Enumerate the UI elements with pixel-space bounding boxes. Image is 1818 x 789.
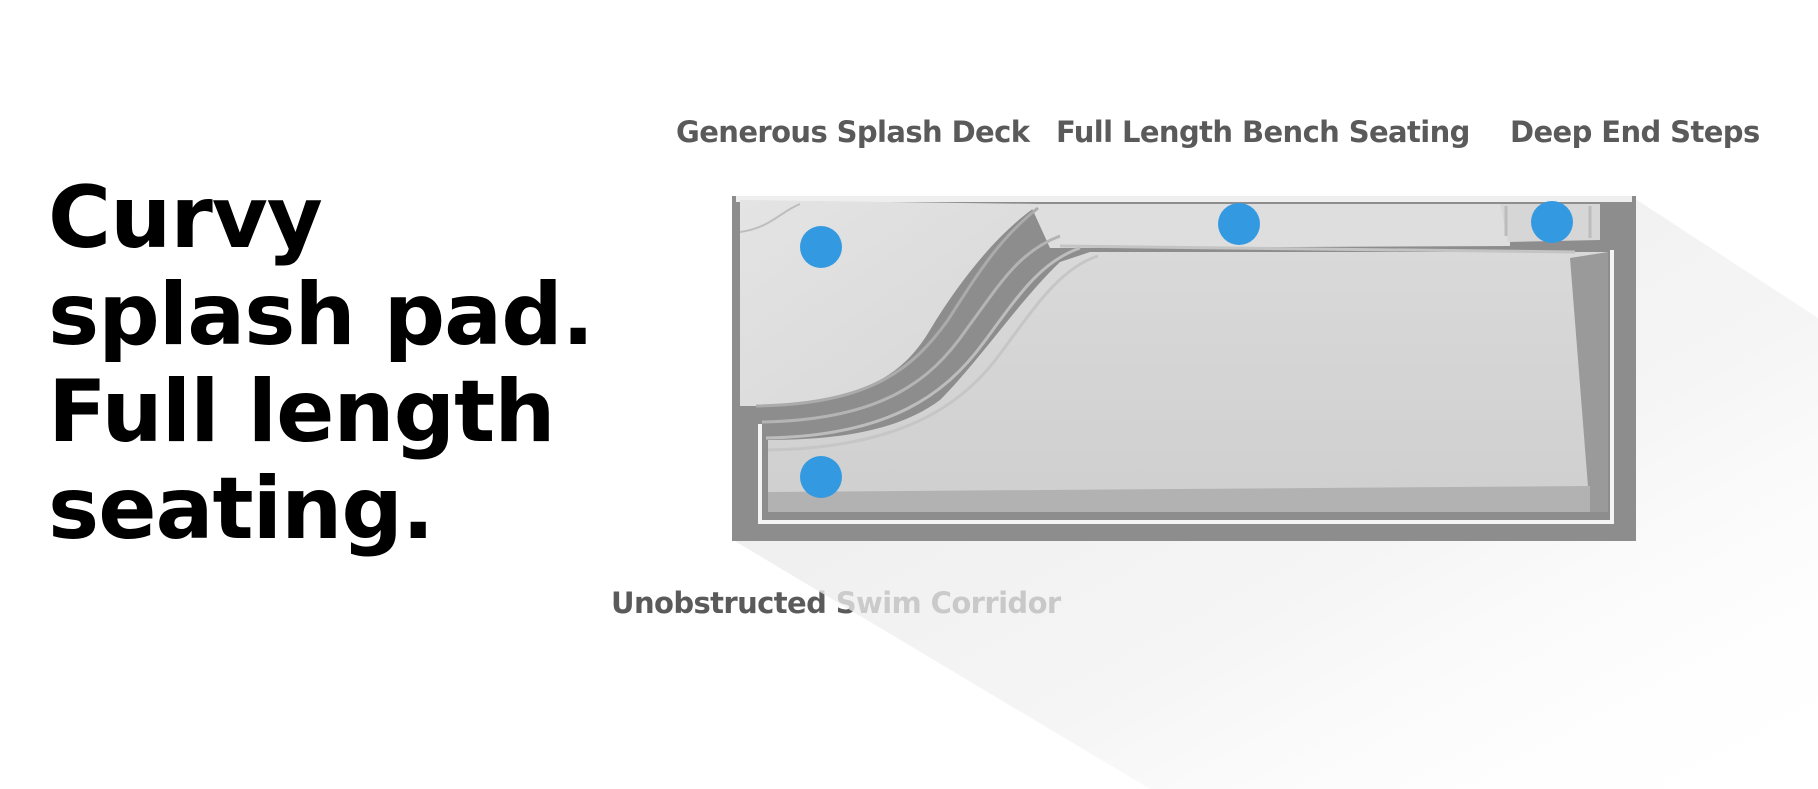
- headline-line-4: seating.: [48, 459, 435, 559]
- bench-seating: [1030, 204, 1510, 248]
- pool-floor: [768, 252, 1608, 512]
- hotspot-swim-corridor[interactable]: [800, 456, 842, 498]
- headline-line-3: Full length: [48, 362, 556, 462]
- hotspot-splash-deck[interactable]: [800, 226, 842, 268]
- hotspot-deep-end-steps[interactable]: [1531, 201, 1573, 243]
- headline: Curvy splash pad. Full length seating.: [48, 168, 594, 559]
- headline-line-2: splash pad.: [48, 265, 594, 365]
- callout-deep-end-steps[interactable]: Deep End Steps: [1510, 115, 1760, 149]
- hotspot-bench-seating[interactable]: [1218, 203, 1260, 245]
- pool-shadow: [733, 198, 1818, 789]
- callout-splash-deck[interactable]: Generous Splash Deck: [676, 115, 1030, 149]
- callout-bench-seating[interactable]: Full Length Bench Seating: [1056, 115, 1470, 149]
- headline-line-1: Curvy: [48, 168, 323, 268]
